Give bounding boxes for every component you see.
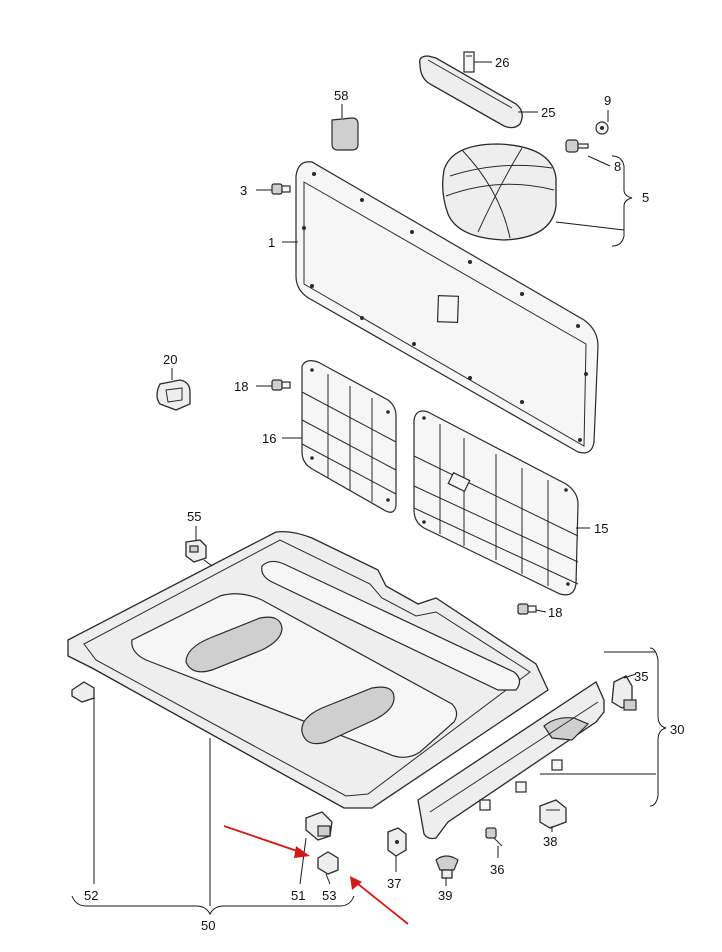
label-part-52: 52 <box>84 888 98 903</box>
label-part-18-upper: 18 <box>234 379 248 394</box>
label-part-20: 20 <box>163 352 177 367</box>
side-trim-part-30 <box>417 681 605 840</box>
latch-part-35 <box>611 675 637 711</box>
label-part-18-lower: 18 <box>548 605 562 620</box>
label-part-16: 16 <box>262 431 276 446</box>
grab-handle-part-25 <box>419 55 523 129</box>
clip-part-3 <box>271 183 291 195</box>
label-part-37: 37 <box>387 876 401 891</box>
clip-part-55 <box>185 539 207 563</box>
label-part-39: 39 <box>438 888 452 903</box>
label-part-26: 26 <box>495 55 509 70</box>
cushion-part-5 <box>442 143 557 241</box>
callout-arrow-upper <box>223 825 310 858</box>
label-part-3: 3 <box>240 183 247 198</box>
clip-part-18-lower <box>517 603 537 615</box>
label-part-35: 35 <box>634 669 648 684</box>
grommet-part-39 <box>435 855 459 879</box>
clip-nut-part-37 <box>387 827 407 857</box>
part-labels: 26 25 58 9 8 5 3 1 20 18 16 15 18 55 35 … <box>84 55 684 933</box>
clip-part-26 <box>463 51 475 73</box>
callout-arrow-lower <box>350 876 409 925</box>
mesh-panel-part-15 <box>413 410 579 596</box>
label-part-51: 51 <box>291 888 305 903</box>
label-part-58: 58 <box>334 88 348 103</box>
fastener-part-9 <box>595 121 609 135</box>
clip-part-52 <box>71 681 95 703</box>
label-part-38: 38 <box>543 834 557 849</box>
label-part-53: 53 <box>322 888 336 903</box>
label-part-8: 8 <box>614 159 621 174</box>
leader-lines <box>71 61 667 916</box>
label-part-5: 5 <box>642 190 649 205</box>
screw-part-8 <box>565 139 589 153</box>
hinge-part-51 <box>305 811 333 841</box>
label-part-50: 50 <box>201 918 215 933</box>
mesh-panel-part-16 <box>301 360 397 513</box>
pivot-part-53 <box>317 851 339 875</box>
trim-panel-part-1 <box>295 161 599 454</box>
bracket-part-20 <box>156 379 191 411</box>
label-part-1: 1 <box>268 235 275 250</box>
parcel-shelf-part-50 <box>67 530 549 809</box>
clip-part-18-upper <box>271 379 291 391</box>
cap-part-58 <box>331 117 359 151</box>
label-part-36: 36 <box>490 862 504 877</box>
label-part-55: 55 <box>187 509 201 524</box>
label-part-9: 9 <box>604 93 611 108</box>
label-part-30: 30 <box>670 722 684 737</box>
screw-part-36 <box>485 827 503 847</box>
bracket-part-38 <box>539 799 567 829</box>
label-part-25: 25 <box>541 105 555 120</box>
label-part-15: 15 <box>594 521 608 536</box>
